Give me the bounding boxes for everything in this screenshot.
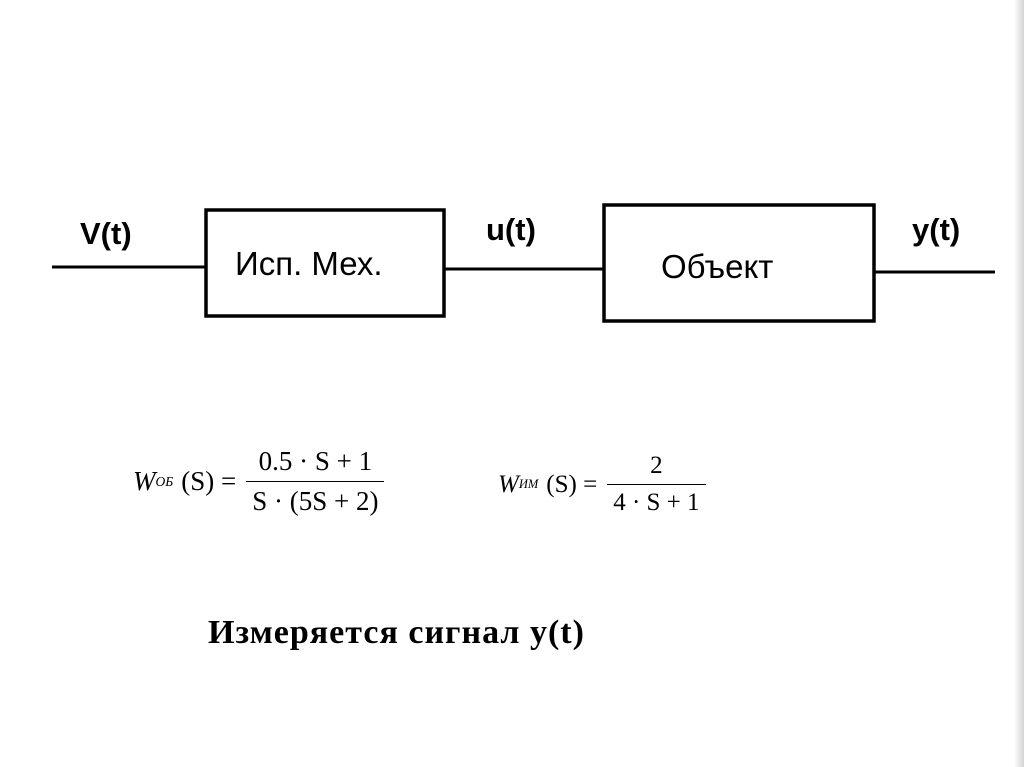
object-tf-fraction: 0.5 · S + 1 S · (5S + 2) [246,446,385,517]
intermediate-signal-label: u(t) [486,212,536,247]
actuator-tf-denominator: 4 · S + 1 [607,484,706,517]
object-tf-argument: (S) = [181,466,237,496]
object-block [602,203,876,323]
actuator-tf-numerator: 2 [650,452,663,479]
output-signal-label: y(t) [912,212,961,247]
object-block-label: Объект [661,248,774,285]
object-tf-denominator: S · (5S + 2) [246,481,385,517]
object-tf-subscript: ОБ [155,473,174,489]
object-tf-numerator: 0.5 · S + 1 [258,446,373,476]
actuator-tf-fraction: 2 4 · S + 1 [607,452,706,517]
actuator-tf-subscript: ИМ [518,477,539,491]
actuator-block [204,208,446,318]
caption: Измеряется сигнал y(t) [208,614,585,651]
actuator-block-label: Исп. Мех. [235,245,383,282]
actuator-tf-symbol: W [498,470,519,498]
object-tf-symbol: W [133,466,156,496]
actuator-tf-argument: (S) = [546,470,598,498]
input-signal-label: V(t) [80,216,132,251]
slide-edge-shadow [1014,0,1024,767]
